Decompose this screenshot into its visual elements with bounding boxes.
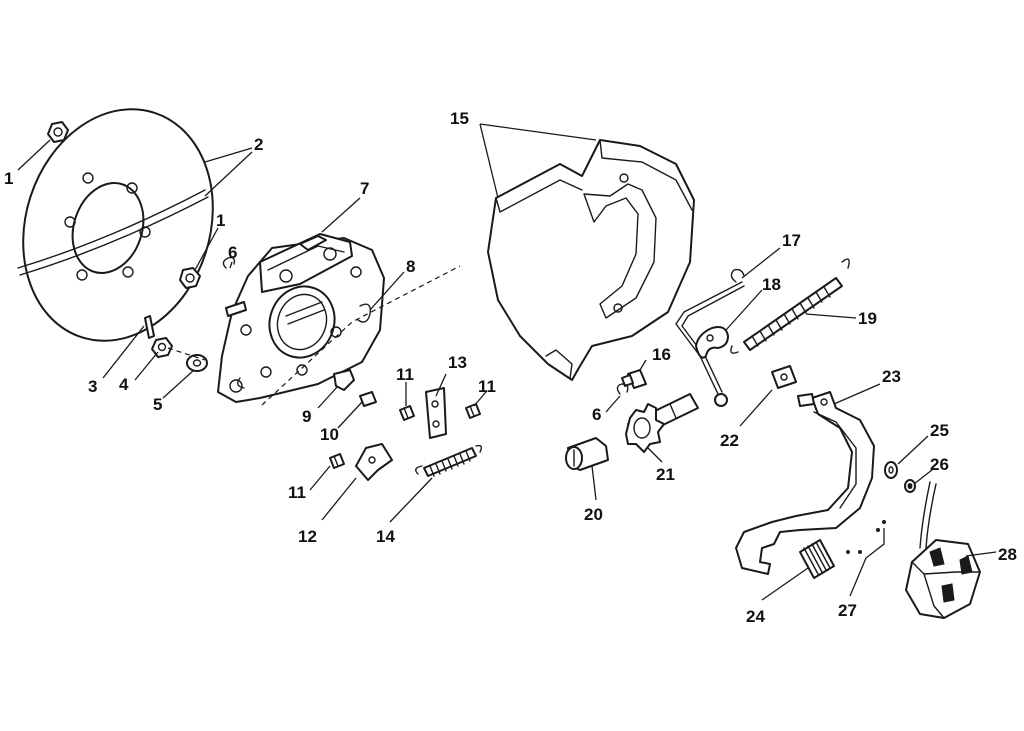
- callout-11: 11: [288, 483, 306, 502]
- bracket-plate: [425, 387, 447, 439]
- wire-clips: [846, 520, 886, 554]
- brake-shoe: [487, 139, 695, 381]
- washer: [186, 354, 208, 372]
- screw: [465, 403, 481, 419]
- lug-nut-small: [179, 267, 201, 289]
- brake-magnet: [905, 481, 981, 619]
- adjuster-cam: [695, 326, 729, 359]
- magnet-arm: [735, 391, 875, 575]
- cotter-pin: [144, 315, 155, 339]
- screw: [399, 405, 415, 421]
- backing-plate: [217, 237, 385, 403]
- magnet-washer: [884, 461, 898, 479]
- callout-11: 11: [396, 365, 414, 384]
- return-spring: [415, 444, 483, 477]
- callout-21: 21: [656, 465, 675, 484]
- callout-14: 14: [376, 527, 395, 546]
- magnet-spring: [799, 539, 835, 579]
- callout-16: 16: [652, 345, 671, 364]
- callout-15: 15: [450, 109, 469, 128]
- callout-26: 26: [930, 455, 949, 474]
- callout-18: 18: [762, 275, 781, 294]
- backing-plate-stud: [225, 301, 247, 317]
- callout-6: 6: [228, 243, 237, 262]
- bolt: [621, 369, 647, 389]
- callout-8: 8: [406, 257, 415, 276]
- callout-10: 10: [320, 425, 339, 444]
- retainer-clip: [616, 383, 629, 395]
- callout-2: 2: [254, 135, 263, 154]
- callout-25: 25: [930, 421, 949, 440]
- axle-alignment-line: [167, 347, 206, 361]
- callout-28: 28: [998, 545, 1017, 564]
- callout-23: 23: [882, 367, 901, 386]
- callout-17: 17: [782, 231, 801, 250]
- callout-9: 9: [302, 407, 311, 426]
- callout-13: 13: [448, 353, 467, 372]
- retainer-clip: [222, 256, 236, 269]
- pivot-pin: [359, 391, 377, 407]
- screw: [329, 453, 345, 469]
- shoe-alignment-line: [261, 265, 461, 406]
- castle-nut: [151, 337, 173, 358]
- callout-5: 5: [153, 395, 162, 414]
- adjuster-clip: [333, 369, 355, 391]
- leader-lines: [17, 123, 997, 601]
- lug-nut: [47, 121, 69, 143]
- callout-12: 12: [298, 527, 317, 546]
- piston-cup: [565, 437, 609, 471]
- adjuster-lever: [355, 443, 393, 481]
- callout-27: 27: [838, 601, 857, 620]
- callout-19: 19: [858, 309, 877, 328]
- callout-3: 3: [88, 377, 97, 396]
- callout-4: 4: [119, 375, 129, 394]
- retractor-spring: [730, 258, 850, 354]
- callout-1: 1: [216, 211, 225, 230]
- anchor-bracket: [259, 233, 353, 293]
- callout-22: 22: [720, 431, 739, 450]
- adjuster-screw: [625, 393, 699, 453]
- callout-20: 20: [584, 505, 603, 524]
- rotor-disc: [17, 108, 214, 342]
- callout-24: 24: [746, 607, 765, 626]
- callout-6: 6: [592, 405, 601, 424]
- square-nut: [771, 365, 797, 389]
- adjuster-cable: [675, 268, 745, 407]
- callout-numbers: 1 2 1 6 3 4 5 7 8 9 10 11 13 11 11 12 14…: [4, 109, 1017, 626]
- magnet-washer-small: [904, 479, 916, 493]
- callout-11: 11: [478, 377, 496, 396]
- callout-7: 7: [360, 179, 369, 198]
- callout-1: 1: [4, 169, 13, 188]
